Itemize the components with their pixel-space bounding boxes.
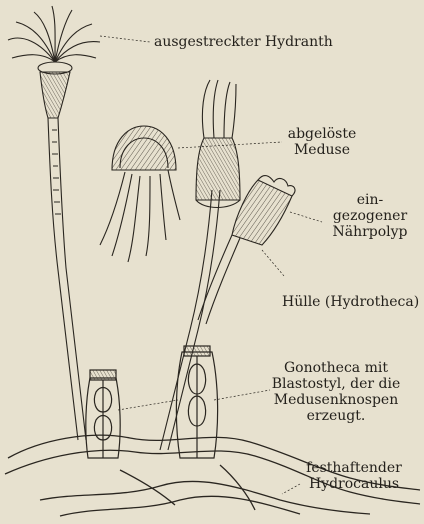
label-hydrotheca: Hülle (Hydrotheca): [282, 294, 419, 310]
label-retracted-polyp: ein- gezogener Nährpolyp: [318, 192, 422, 240]
left-stalk: [48, 118, 86, 440]
extended-hydranth: [8, 6, 100, 118]
gonotheca-left: [86, 370, 120, 458]
detached-medusa: [100, 126, 180, 262]
label-extended-hydranth: ausgestreckter Hydranth: [154, 34, 333, 50]
gonotheca-right: [176, 346, 217, 458]
label-gonotheca: Gonotheca mit Blastostyl, der die Meduse…: [252, 360, 420, 424]
label-hydrocaulus: festhaftender Hydrocaulus: [284, 460, 424, 492]
label-detached-medusa: abgelöste Meduse: [282, 126, 362, 158]
central-stalk: [160, 80, 240, 450]
